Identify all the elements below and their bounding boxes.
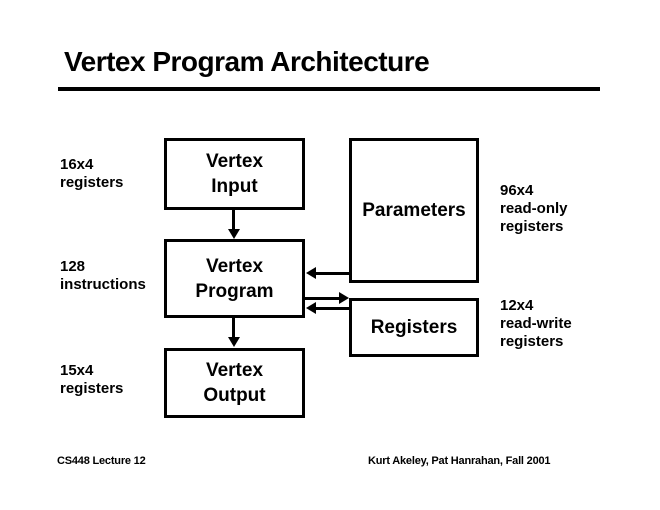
- box-registers: Registers: [349, 298, 479, 357]
- box-registers-label: Registers: [370, 317, 458, 338]
- title-underline: [58, 87, 600, 91]
- annotation-vertex-output-registers: 15x4 registers: [60, 362, 124, 397]
- arrow-head-down-icon: [228, 337, 240, 347]
- box-vertex-input: Vertex Input: [164, 138, 305, 210]
- arrow-line: [232, 210, 235, 230]
- box-vertex-input-label: Vertex Input: [205, 151, 264, 197]
- arrow-line: [232, 318, 235, 337]
- annotation-vertex-program-instructions: 128 instructions: [60, 258, 146, 293]
- footer-course-label: CS448 Lecture 12: [57, 455, 146, 467]
- box-vertex-output: Vertex Output: [164, 348, 305, 418]
- annotation-vertex-input-registers: 16x4 registers: [60, 156, 124, 191]
- box-vertex-program: Vertex Program: [164, 239, 305, 318]
- slide-title: Vertex Program Architecture: [64, 46, 430, 77]
- box-vertex-program-label: Vertex Program: [195, 255, 274, 302]
- arrow-line: [305, 297, 340, 300]
- arrow-line: [314, 307, 349, 310]
- box-parameters: Parameters: [349, 138, 479, 283]
- arrow-head-right-icon: [339, 292, 349, 304]
- arrow-line: [314, 272, 349, 275]
- annotation-parameters-registers: 96x4 read-only registers: [500, 182, 568, 235]
- arrow-head-left-icon: [306, 267, 316, 279]
- box-parameters-label: Parameters: [362, 200, 466, 221]
- box-vertex-output-label: Vertex Output: [203, 360, 266, 406]
- arrow-head-down-icon: [228, 229, 240, 239]
- annotation-registers-registers: 12x4 read-write registers: [500, 297, 572, 350]
- arrow-head-left-icon: [306, 302, 316, 314]
- footer-authors-label: Kurt Akeley, Pat Hanrahan, Fall 2001: [368, 455, 551, 467]
